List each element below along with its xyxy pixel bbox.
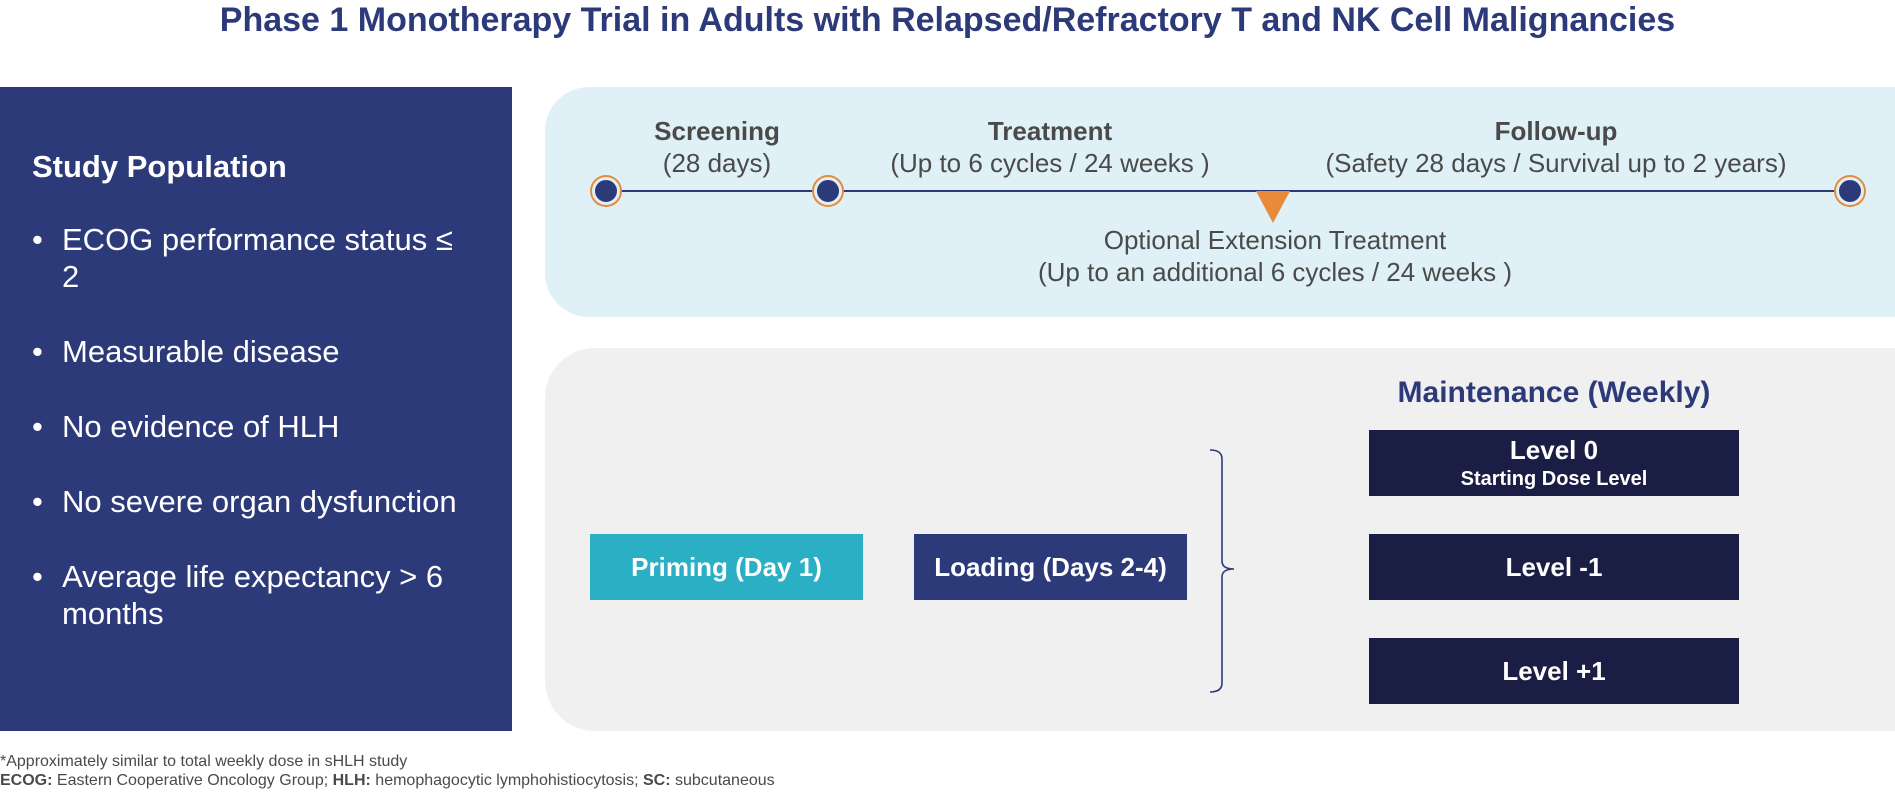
list-item: • No severe organ dysfunction	[32, 483, 472, 520]
bullet-icon: •	[32, 409, 43, 444]
level-label: Level +1	[1502, 655, 1606, 686]
phase-detail: (Safety 28 days / Survival up to 2 years…	[1325, 148, 1787, 178]
timeline-treatment-node-icon	[814, 177, 842, 205]
abbrev-def: Eastern Cooperative Oncology Group;	[56, 772, 329, 789]
extension-title: Optional Extension Treatment	[1103, 225, 1447, 255]
level-label: Level -1	[1505, 551, 1603, 582]
study-population-heading: Study Population	[32, 149, 287, 184]
maintenance-title: Maintenance (Weekly)	[1397, 376, 1711, 409]
page-title: Phase 1 Monotherapy Trial in Adults with…	[219, 1, 1676, 39]
level-sublabel: Starting Dose Level	[1460, 468, 1648, 490]
phase-name: Treatment	[987, 116, 1113, 146]
abbrev-def: subcutaneous	[675, 772, 775, 789]
priming-box: Priming (Day 1)	[590, 534, 863, 600]
list-item: • No evidence of HLH	[32, 408, 472, 445]
abbrev-def: hemophagocytic lymphohistiocytosis;	[375, 772, 639, 789]
timeline-panel	[545, 87, 1895, 317]
criterion-text: Measurable disease	[62, 334, 340, 369]
dose-level-minus-1: Level -1	[1369, 534, 1739, 600]
dose-level-plus-1: Level +1	[1369, 638, 1739, 704]
extension-text: Optional Extension Treatment (Up to an a…	[960, 224, 1590, 288]
study-population-list: • ECOG performance status ≤ 2 • Measurable…	[32, 221, 472, 670]
list-item: • Average life expectancy > 6 months	[32, 558, 472, 632]
criterion-text: ECOG performance status ≤ 2	[62, 222, 453, 294]
timeline-start-node-icon	[592, 177, 620, 205]
footnote-abbreviations: ECOG: Eastern Cooperative Oncology Group…	[0, 772, 775, 790]
level-label: Level 0	[1509, 435, 1599, 465]
criterion-text: No severe organ dysfunction	[62, 484, 457, 519]
timeline-end-node-icon	[1836, 177, 1864, 205]
timeline-line	[605, 190, 1849, 192]
phase-treatment: Treatment (Up to 6 cycles / 24 weeks )	[850, 115, 1250, 179]
abbrev-term: SC:	[642, 772, 671, 789]
phase-name: Follow-up	[1494, 116, 1618, 146]
footnote-dose: *Approximately similar to total weekly d…	[0, 753, 408, 770]
study-population-panel: Study Population • ECOG performance statu…	[0, 87, 512, 731]
bracket-icon	[1209, 449, 1235, 693]
phase-detail: (Up to 6 cycles / 24 weeks )	[890, 148, 1210, 178]
bullet-icon: •	[32, 559, 43, 594]
phase-name: Screening	[654, 116, 780, 146]
phase-detail: (28 days)	[662, 148, 772, 178]
extension-marker-icon	[1256, 191, 1290, 223]
criterion-text: No evidence of HLH	[62, 409, 340, 444]
dose-level-0: Level 0 Starting Dose Level	[1369, 430, 1739, 496]
list-item: • Measurable disease	[32, 333, 472, 370]
bullet-icon: •	[32, 334, 43, 369]
phase-screening: Screening (28 days)	[606, 115, 828, 179]
abbrev-term: HLH:	[332, 772, 371, 789]
criterion-text: Average life expectancy > 6 months	[62, 559, 444, 631]
phase-follow-up: Follow-up (Safety 28 days / Survival up …	[1300, 115, 1812, 179]
extension-detail: (Up to an additional 6 cycles / 24 weeks…	[1037, 257, 1513, 287]
list-item: • ECOG performance status ≤ 2	[32, 221, 472, 295]
bullet-icon: •	[32, 222, 43, 257]
abbrev-term: ECOG:	[0, 772, 53, 789]
loading-box: Loading (Days 2-4)	[914, 534, 1187, 600]
bullet-icon: •	[32, 484, 43, 519]
